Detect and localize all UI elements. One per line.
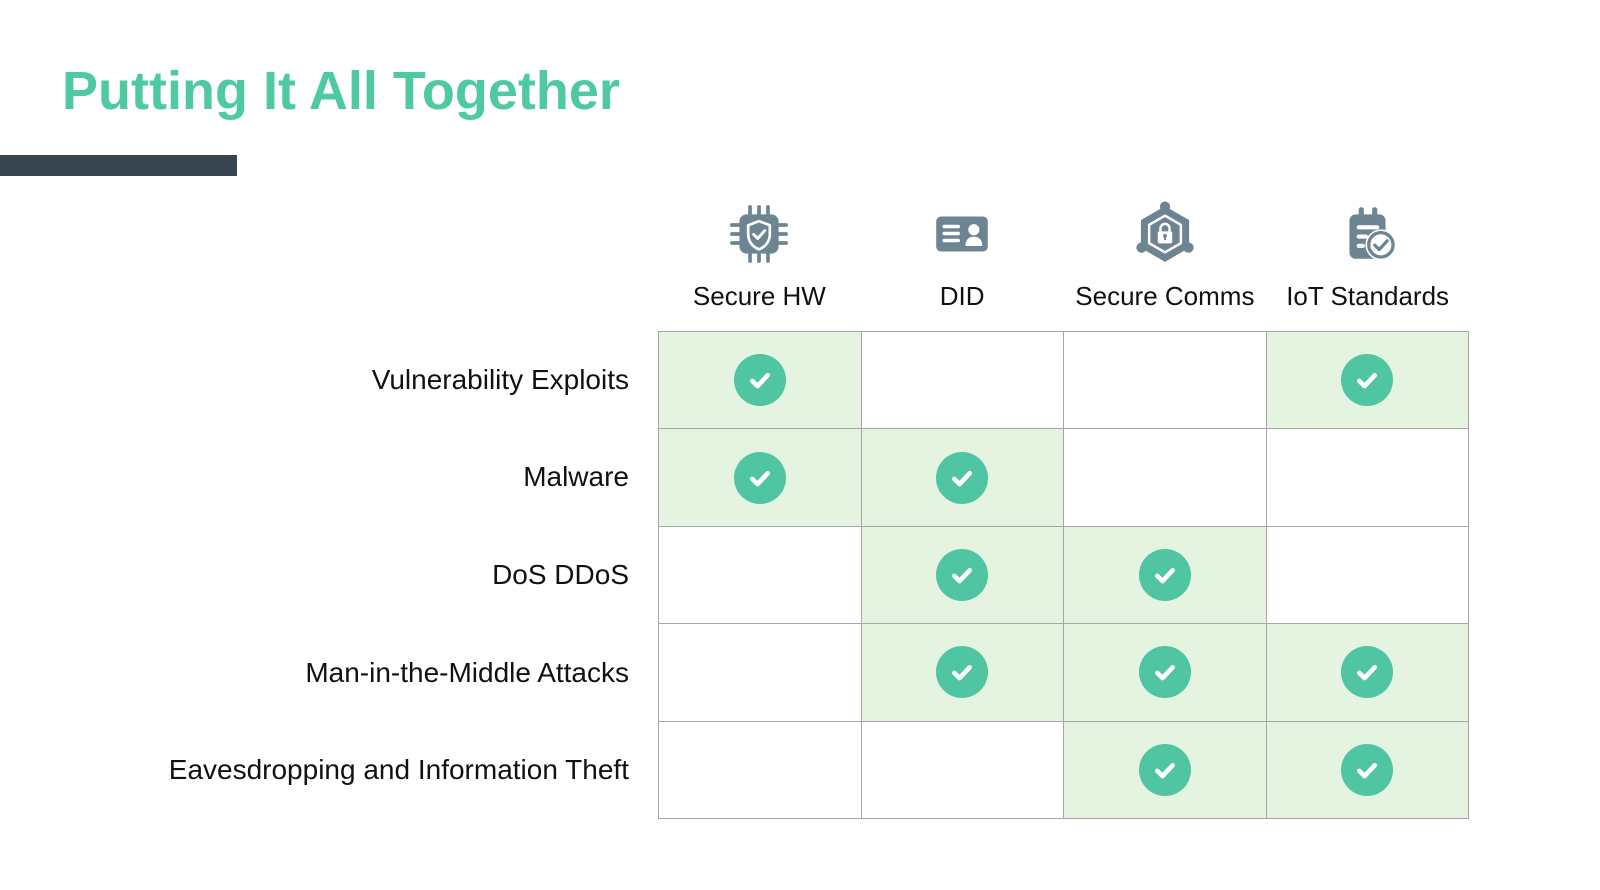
secure-comms-lock-icon xyxy=(1132,201,1198,267)
row-label-malware: Malware xyxy=(523,461,629,493)
matrix-cell-checked xyxy=(861,429,1064,527)
matrix-cell-checked xyxy=(861,624,1064,722)
matrix-cell-checked xyxy=(1064,624,1267,722)
check-icon xyxy=(936,548,989,601)
matrix-cell-checked xyxy=(659,429,862,527)
iot-standards-checklist-icon xyxy=(1335,201,1401,267)
secure-hw-chip-icon xyxy=(726,201,792,267)
column-label: IoT Standards xyxy=(1286,281,1450,311)
row-label-dos-ddos: DoS DDoS xyxy=(492,558,629,590)
matrix-cell xyxy=(861,332,1064,430)
check-icon xyxy=(1138,646,1191,699)
matrix-grid xyxy=(658,331,1469,819)
check-icon xyxy=(1341,646,1394,699)
matrix-cell-checked xyxy=(659,332,862,430)
matrix-cell xyxy=(659,526,862,625)
check-icon xyxy=(1138,743,1191,796)
matrix-cell xyxy=(861,721,1064,819)
check-icon xyxy=(1341,743,1394,796)
check-icon xyxy=(1138,548,1191,601)
row-label-vulnerability-exploits: Vulnerability Exploits xyxy=(371,363,629,395)
check-icon xyxy=(733,354,786,407)
matrix-cell-checked xyxy=(1266,721,1469,819)
check-icon xyxy=(936,451,989,504)
column-label: Secure Comms xyxy=(1075,281,1255,311)
column-label: DID xyxy=(939,281,985,311)
column-header-secure-hw: Secure HW xyxy=(658,188,861,318)
matrix-cell xyxy=(659,624,862,722)
column-header-did: DID xyxy=(861,188,1064,318)
matrix-cell-checked xyxy=(861,526,1064,625)
matrix-cell-checked xyxy=(1064,721,1267,819)
did-id-card-icon xyxy=(929,201,995,267)
matrix-cell-checked xyxy=(1064,526,1267,625)
row-labels: Vulnerability Exploits Malware DoS DDoS … xyxy=(0,331,644,819)
check-icon xyxy=(1341,354,1394,407)
row-label-eavesdropping: Eavesdropping and Information Theft xyxy=(168,754,629,786)
check-icon xyxy=(936,646,989,699)
check-icon xyxy=(733,451,786,504)
column-header-iot-standards: IoT Standards xyxy=(1266,188,1469,318)
row-label-man-in-the-middle: Man-in-the-Middle Attacks xyxy=(305,656,629,688)
matrix-cell xyxy=(1266,526,1469,625)
matrix-cell xyxy=(1064,332,1267,430)
column-headers: Secure HW DID xyxy=(658,188,1469,318)
accent-bar xyxy=(0,155,237,176)
matrix-cell-checked xyxy=(1266,624,1469,722)
matrix-cell xyxy=(1064,429,1267,527)
slide-title: Putting It All Together xyxy=(62,61,620,121)
column-header-secure-comms: Secure Comms xyxy=(1064,188,1267,318)
matrix-cell xyxy=(1266,429,1469,527)
column-label: Secure HW xyxy=(692,281,826,311)
matrix-cell-checked xyxy=(1266,332,1469,430)
matrix-cell xyxy=(659,721,862,819)
